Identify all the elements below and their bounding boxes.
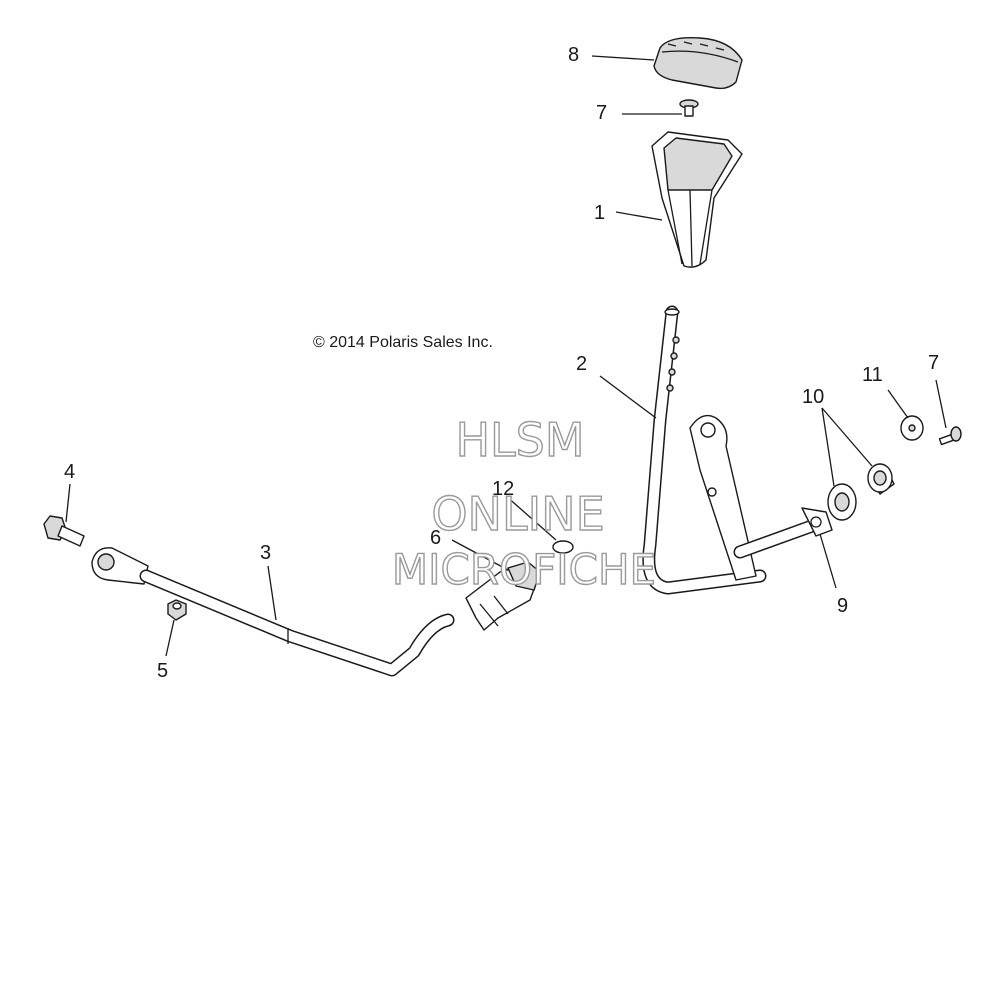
callout-5: 5: [157, 660, 168, 682]
part-12-washer: [552, 540, 574, 554]
part-5-nut: [167, 599, 187, 621]
callout-3: 3: [260, 542, 271, 564]
part-7-screw-right: [938, 426, 962, 446]
watermark-line-2: ONLINE: [431, 487, 604, 541]
callout-1: 1: [594, 202, 605, 224]
part-11-washer: [900, 415, 924, 441]
part-4-bolt: [43, 515, 85, 547]
part-9-washer: [801, 507, 833, 537]
part-8-knob-cap: [653, 37, 743, 90]
callout-8: 8: [568, 44, 579, 66]
copyright-text: © 2014 Polaris Sales Inc.: [313, 334, 493, 351]
leader-lines: [65, 55, 947, 657]
part-7-screw-top: [679, 99, 699, 117]
watermark: HLSM ONLINE MICROFICHE: [391, 412, 657, 594]
part-1-shift-handle: [651, 131, 743, 268]
callout-4: 4: [64, 461, 75, 483]
callout-2: 2: [576, 353, 587, 375]
callout-11: 11: [862, 364, 883, 386]
callout-7-right: 7: [928, 352, 939, 374]
watermark-line-3: MICROFICHE: [392, 545, 656, 594]
callout-12: 12: [492, 478, 514, 500]
callout-numbers: 8 7 1 2 10 11 7 4 3 12 6 9 5: [64, 44, 939, 682]
part-10-bushing-b: [867, 463, 895, 495]
part-3-linkage-rod: [91, 547, 455, 677]
callout-10: 10: [802, 386, 824, 408]
watermark-line-1: HLSM: [455, 413, 584, 467]
callout-6: 6: [430, 527, 441, 549]
callout-9: 9: [837, 595, 848, 617]
part-2-shift-lever: [642, 305, 819, 595]
callout-7-top: 7: [596, 102, 607, 124]
part-10-bushing-a: [827, 483, 857, 521]
part-6-rod-connector: [465, 561, 541, 631]
